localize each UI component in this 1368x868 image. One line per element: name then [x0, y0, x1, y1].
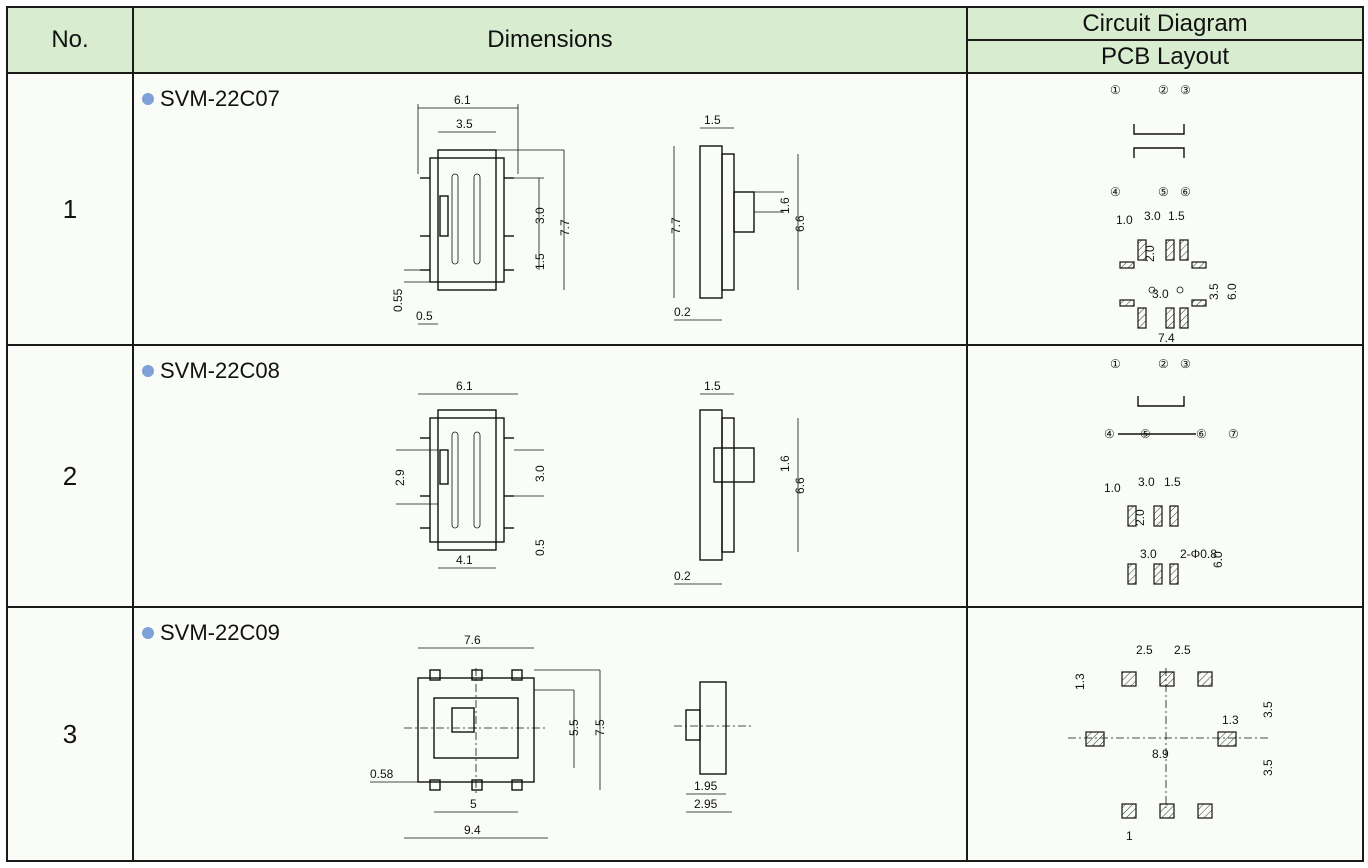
dim-text: 1.6	[778, 197, 792, 214]
dim-text: 0.5	[533, 539, 547, 556]
circuit-pcb-cell: ① ② ③ ④ ⑤ ⑥ 1.0 3.0 1.5 2.0 3.0 3.5 6.0	[966, 72, 1364, 346]
dim-text: 1.5	[533, 253, 547, 270]
dim-text: 1.6	[778, 455, 792, 472]
dim-text: 2.95	[694, 797, 718, 811]
front-side-drawing: 6.1 3.5 3.0 7.7 1.5 0.55 0.5 1.5 7.7	[391, 93, 807, 325]
pin-label: ③	[1180, 357, 1191, 371]
model-name: SVM-22C09	[160, 620, 280, 645]
dim-text: 2.5	[1136, 643, 1153, 657]
model-name: SVM-22C08	[160, 358, 280, 383]
model-label: SVM-22C09	[142, 620, 280, 646]
model-label: SVM-22C07	[142, 86, 280, 112]
row-number: 1	[6, 72, 134, 346]
dim-text: 3.0	[533, 465, 547, 482]
pin-label: ①	[1110, 83, 1121, 97]
dim-text: 3.5	[456, 117, 473, 131]
row-number: 2	[6, 344, 134, 608]
pin-label: ⑥	[1180, 185, 1191, 199]
dim-text: 1.3	[1222, 713, 1239, 727]
dim-text: 0.2	[674, 569, 691, 583]
dim-text: 3.0	[1138, 475, 1155, 489]
dim-text: 6.6	[793, 215, 807, 232]
dim-text: 7.5	[593, 719, 607, 736]
bullet-dot-icon	[142, 93, 154, 105]
dim-text: 7.7	[558, 219, 572, 236]
dim-text: 7.6	[464, 633, 481, 647]
dim-text: 2.0	[1143, 245, 1157, 262]
dim-text: 3.5	[1261, 759, 1275, 776]
dim-text: 3.0	[1144, 209, 1161, 223]
dim-text: 3.0	[1140, 547, 1157, 561]
front-side-drawing: 7.6 5.5 7.5 0.58 5 9.4 1.95 2.95	[370, 633, 754, 839]
circuit-pcb-cell: ① ② ③ ④ ⑤ ⑥ ⑦ 1.0 3.0 1.5 2.0 3.0 2-Φ0.8…	[966, 344, 1364, 608]
dimensions-cell: SVM-22C07 6.1 3.5 3.0 7.7	[132, 72, 968, 346]
dimensions-cell: SVM-22C09 7.6 5.5 7.5 0.58 5	[132, 606, 968, 862]
table-row: 2 SVM-22C08 6.1 2.9 3.0	[6, 344, 1364, 608]
dim-text: 9.4	[464, 823, 481, 837]
dim-text: 1.0	[1104, 481, 1121, 495]
model-label: SVM-22C08	[142, 358, 280, 384]
table-row: 1 SVM-22C07 6.1 3.5	[6, 72, 1364, 346]
dim-text: 3.0	[533, 207, 547, 224]
dim-text: 7.4	[1158, 331, 1175, 344]
dim-text: 3.0	[1152, 287, 1169, 301]
dim-text: 5	[470, 797, 477, 811]
dim-text: 8.9	[1152, 747, 1169, 761]
bullet-dot-icon	[142, 365, 154, 377]
dim-text: 6.0	[1211, 551, 1225, 568]
dim-text: 4.1	[456, 553, 473, 567]
dim-text: 6.6	[793, 477, 807, 494]
dim-text: 1.3	[1073, 673, 1087, 690]
dim-text: 7.7	[669, 217, 683, 234]
header-circuit-diagram: Circuit Diagram	[968, 8, 1362, 41]
model-name: SVM-22C07	[160, 86, 280, 111]
circuit-pcb-drawing: ① ② ③ ④ ⑤ ⑥ ⑦ 1.0 3.0 1.5 2.0 3.0 2-Φ0.8…	[1104, 357, 1239, 585]
header-dimensions: Dimensions	[132, 6, 968, 74]
dim-text: 2.9	[393, 469, 407, 486]
circuit-pcb-drawing: ① ② ③ ④ ⑤ ⑥ 1.0 3.0 1.5 2.0 3.0 3.5 6.0	[1110, 83, 1239, 344]
dim-text: 6.1	[454, 93, 471, 107]
dim-text: 0.58	[370, 767, 394, 781]
front-side-drawing: 6.1 2.9 3.0 4.1 0.5 1.5 1.6 6.6 0.2	[393, 379, 807, 585]
dim-text: 1.5	[704, 113, 721, 127]
dim-text: 0.55	[391, 288, 405, 312]
dim-text: 1.95	[694, 779, 718, 793]
dim-text: 1.5	[1168, 209, 1185, 223]
pin-label: ④	[1110, 185, 1121, 199]
pin-label: ③	[1180, 83, 1191, 97]
pin-label: ⑦	[1228, 427, 1239, 441]
header-no: No.	[6, 6, 134, 74]
bullet-dot-icon	[142, 627, 154, 639]
row-number: 3	[6, 606, 134, 862]
dim-text: 6.0	[1225, 283, 1239, 300]
dim-text: 1.5	[704, 379, 721, 393]
dim-text: 1.0	[1116, 213, 1133, 227]
circuit-pcb-cell: 2.5 2.5 1.3 1.3 3.5 8.9 3.5 1	[966, 606, 1364, 862]
dim-text: 6.1	[456, 379, 473, 393]
dim-text: 5.5	[567, 719, 581, 736]
dim-text: 1	[1126, 829, 1133, 843]
spec-table: No. Dimensions Circuit Diagram PCB Layou…	[6, 6, 1364, 862]
pin-label: ①	[1110, 357, 1121, 371]
pin-label: ②	[1158, 83, 1169, 97]
dim-text: 1.5	[1164, 475, 1181, 489]
pin-label: ④	[1104, 427, 1115, 441]
dim-text: 0.2	[674, 305, 691, 319]
table-row: 3 SVM-22C09 7.6 5.5 7.5 0.	[6, 606, 1364, 862]
pin-label: ⑥	[1196, 427, 1207, 441]
dim-text: 3.5	[1261, 701, 1275, 718]
dimensions-cell: SVM-22C08 6.1 2.9 3.0 4.1 0.5	[132, 344, 968, 608]
header-pcb-layout: PCB Layout	[1100, 42, 1230, 70]
dim-text: 2.0	[1133, 509, 1147, 526]
dim-text: 2-Φ0.8	[1180, 547, 1217, 561]
pin-label: ⑤	[1158, 185, 1169, 199]
dim-text: 0.5	[416, 309, 433, 323]
pin-label: ②	[1158, 357, 1169, 371]
dim-text: 2.5	[1174, 643, 1191, 657]
header-circuit-pcb: Circuit Diagram PCB Layout	[966, 6, 1364, 74]
circuit-pcb-drawing: 2.5 2.5 1.3 1.3 3.5 8.9 3.5 1	[1068, 643, 1275, 843]
dim-text: 3.5	[1207, 283, 1221, 300]
